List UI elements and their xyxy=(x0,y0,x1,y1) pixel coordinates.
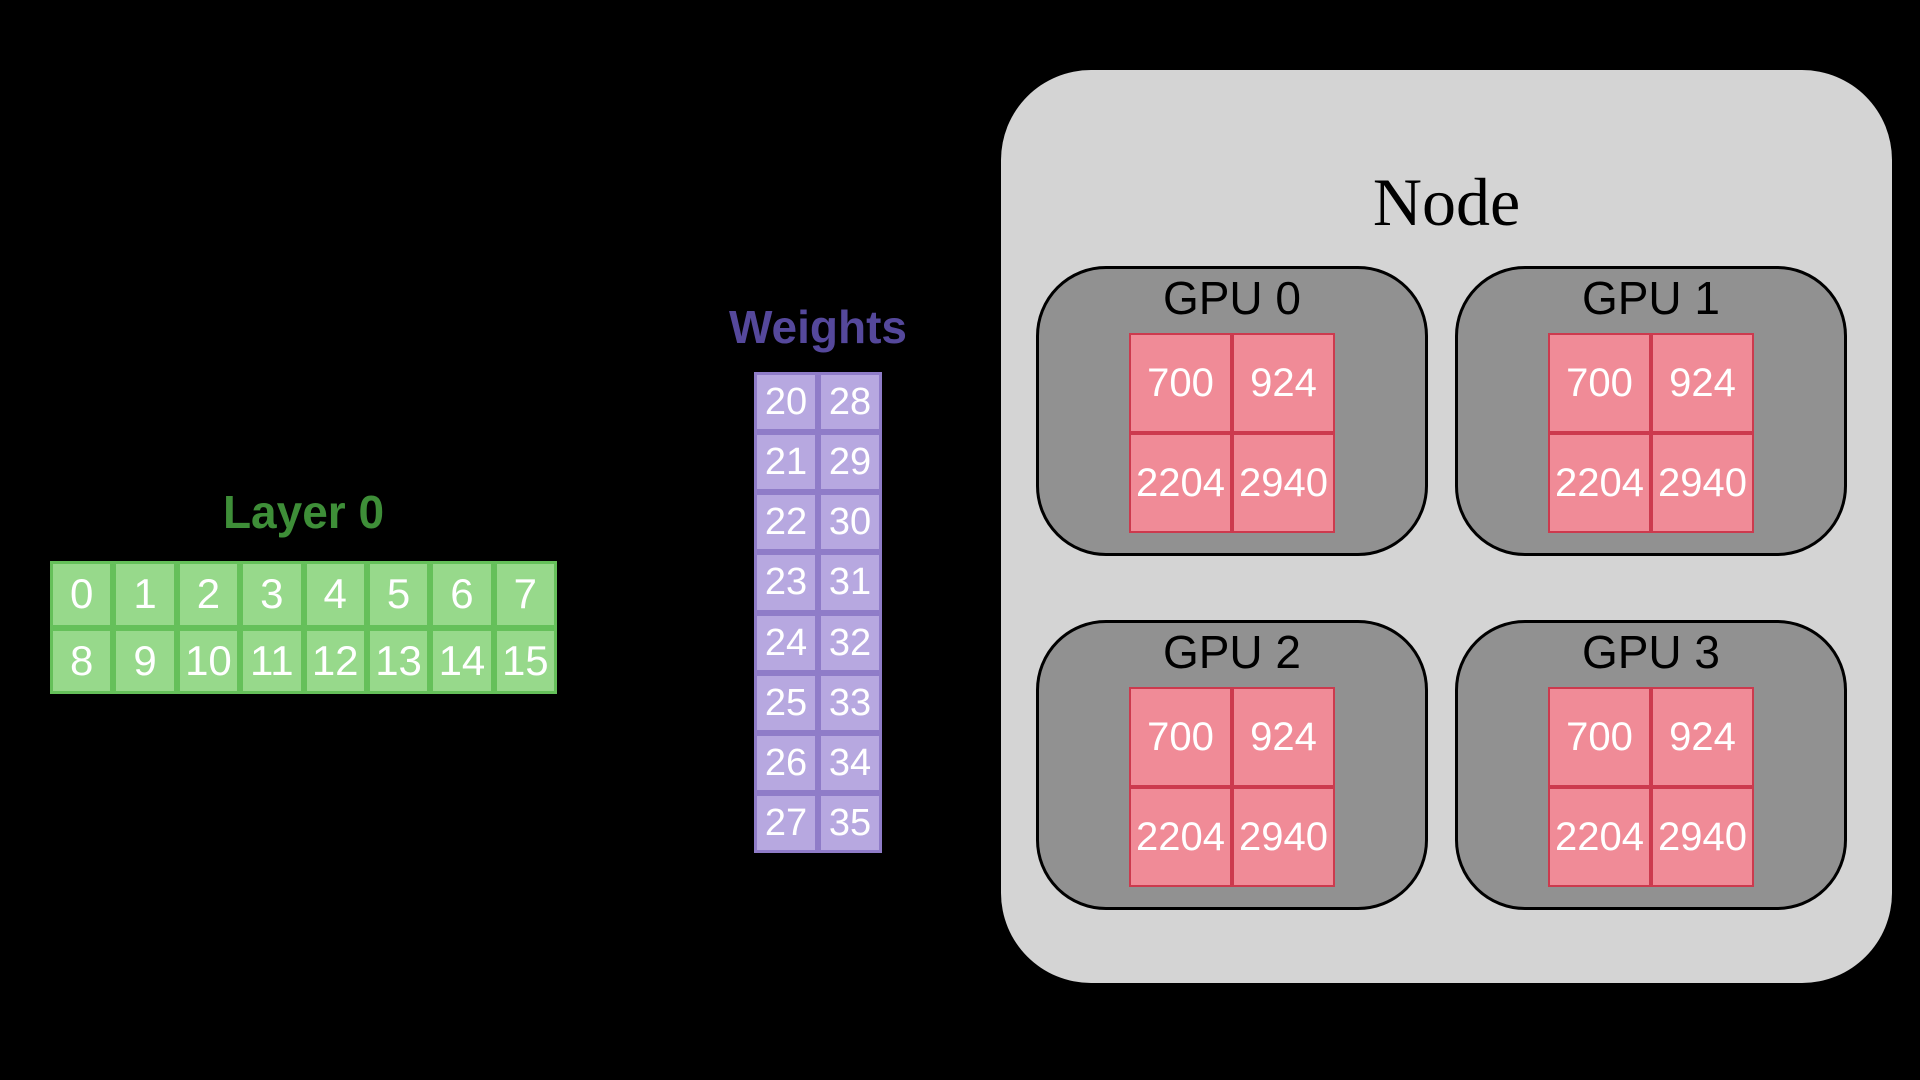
node-label: Node xyxy=(1372,164,1521,240)
table-cell: 22 xyxy=(754,492,818,553)
gpu-0-label: GPU 0 xyxy=(1162,272,1302,324)
table-cell: 20 xyxy=(754,372,818,433)
table-cell: 0 xyxy=(50,561,114,628)
table-cell: 31 xyxy=(818,552,882,613)
table-cell: 13 xyxy=(366,627,431,694)
table-cell: 2940 xyxy=(1232,433,1335,533)
table-cell: 2204 xyxy=(1548,787,1651,887)
table-cell: 24 xyxy=(754,612,818,673)
weights-label: Weights xyxy=(728,301,908,353)
table-cell: 9 xyxy=(113,627,177,694)
gpu-3-label: GPU 3 xyxy=(1581,626,1721,678)
layer-0-label: Layer 0 xyxy=(222,486,385,538)
table-cell: 7 xyxy=(493,561,557,628)
table-cell: 2204 xyxy=(1129,433,1232,533)
table-cell: 2940 xyxy=(1651,433,1754,533)
table-cell: 26 xyxy=(754,732,818,793)
gpu-2-label: GPU 2 xyxy=(1162,626,1302,678)
table-cell: 23 xyxy=(754,552,818,613)
table-cell: 6 xyxy=(430,561,494,628)
table-cell: 2940 xyxy=(1651,787,1754,887)
table-cell: 30 xyxy=(818,492,882,553)
table-cell: 700 xyxy=(1129,333,1232,433)
table-cell: 924 xyxy=(1232,333,1335,433)
table-cell: 15 xyxy=(493,627,557,694)
table-cell: 14 xyxy=(430,627,494,694)
table-cell: 3 xyxy=(240,561,304,628)
table-cell: 29 xyxy=(818,432,882,493)
table-cell: 5 xyxy=(366,561,431,628)
table-cell: 2204 xyxy=(1548,433,1651,533)
table-cell: 1 xyxy=(113,561,177,628)
table-cell: 2940 xyxy=(1232,787,1335,887)
table-cell: 27 xyxy=(754,792,818,853)
table-cell: 32 xyxy=(818,612,882,673)
table-cell: 12 xyxy=(303,627,367,694)
table-cell: 33 xyxy=(818,672,882,733)
table-cell: 28 xyxy=(818,372,882,433)
table-cell: 924 xyxy=(1651,333,1754,433)
table-cell: 34 xyxy=(818,732,882,793)
table-cell: 2 xyxy=(176,561,241,628)
table-cell: 8 xyxy=(50,627,114,694)
table-cell: 4 xyxy=(303,561,367,628)
table-cell: 2204 xyxy=(1129,787,1232,887)
table-cell: 21 xyxy=(754,432,818,493)
table-cell: 11 xyxy=(240,627,304,694)
table-cell: 700 xyxy=(1129,687,1232,787)
gpu-1-label: GPU 1 xyxy=(1581,272,1721,324)
table-cell: 25 xyxy=(754,672,818,733)
table-cell: 35 xyxy=(818,792,882,853)
table-cell: 924 xyxy=(1651,687,1754,787)
table-cell: 700 xyxy=(1548,333,1651,433)
table-cell: 924 xyxy=(1232,687,1335,787)
table-cell: 700 xyxy=(1548,687,1651,787)
table-cell: 10 xyxy=(176,627,241,694)
